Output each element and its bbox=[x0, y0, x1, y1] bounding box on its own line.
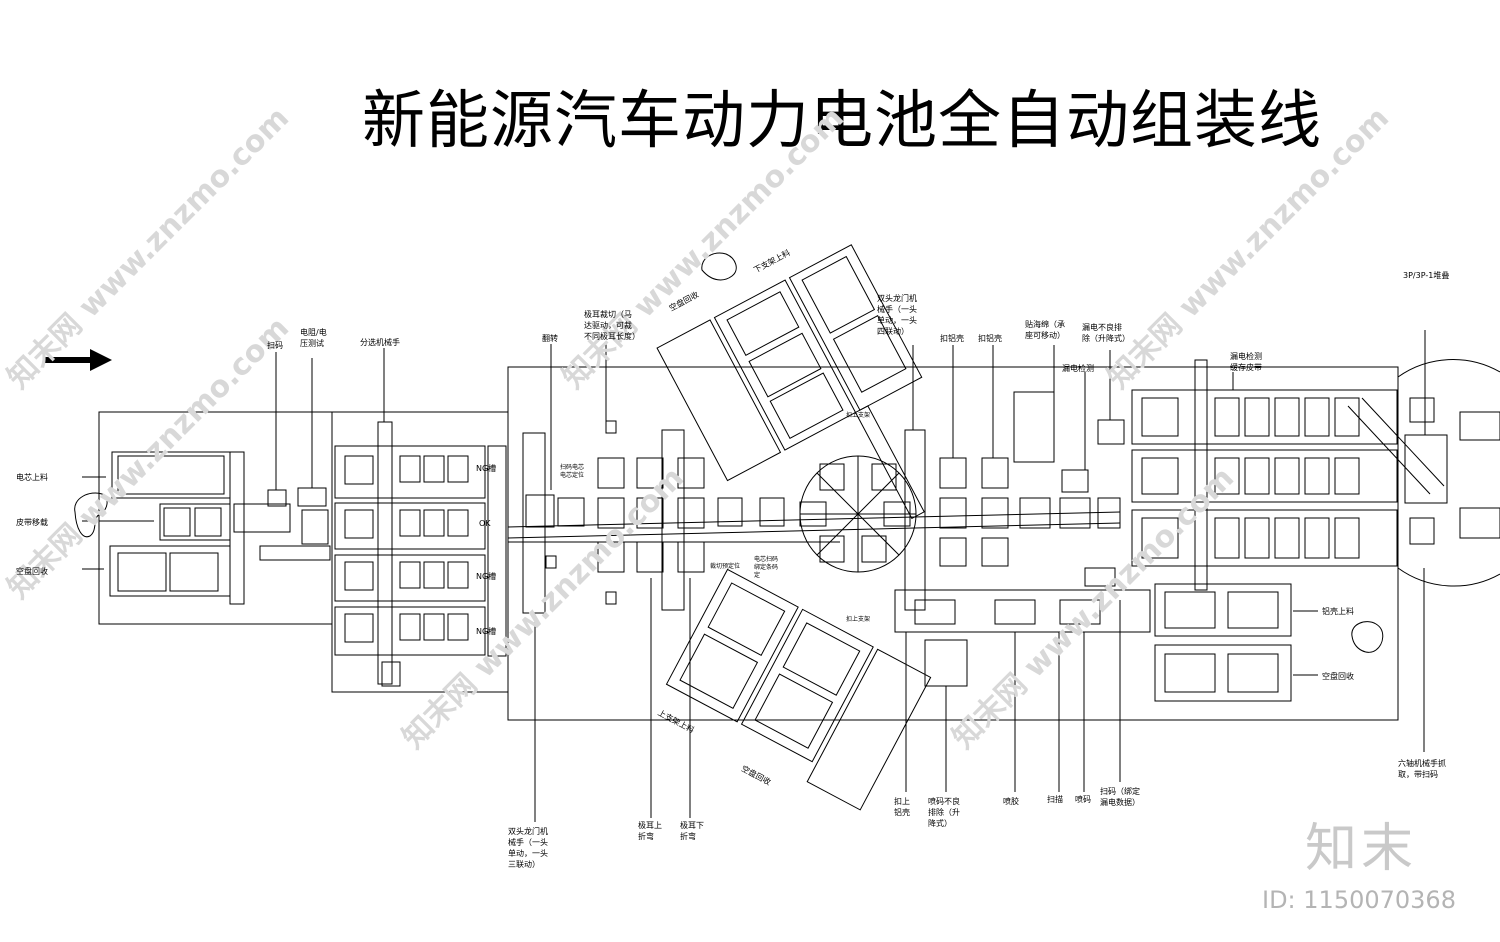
label-six-axis-robot: 六轴机械手抓 取，带扫码 bbox=[1398, 759, 1446, 779]
label-resistance-test: 电阻/电 压测试 bbox=[300, 328, 327, 348]
loading-zone-frame bbox=[98, 411, 333, 625]
label-dual-gantry-left: 双头龙门机 械手（一头 单动，一头 三联动） bbox=[508, 827, 548, 869]
label-empty-tray-left: 空盘回收 bbox=[16, 567, 48, 576]
label-scan-code: 扫码 bbox=[267, 341, 283, 350]
upper-bracket-feeder bbox=[665, 568, 932, 811]
leader-lines bbox=[82, 344, 1425, 822]
label-dual-gantry-right: 双头龙门机 械手（一头 单动，一头 四联动） bbox=[877, 294, 917, 336]
label-buckle-bracket-top: 扣上支架 bbox=[846, 412, 871, 419]
scan-station bbox=[267, 489, 287, 507]
label-ng-2: NG槽 bbox=[476, 572, 497, 581]
label-cover-al-shell: 扣上 铝壳 bbox=[894, 797, 910, 817]
label-leak-buffer: 漏电检测 缓存皮带 bbox=[1230, 352, 1262, 372]
main-conveyor-top bbox=[507, 511, 1121, 528]
label-cut-pre: 裁切预定位 bbox=[710, 563, 741, 570]
label-scan-cell: 扫码电芯 电芯定位 bbox=[560, 464, 585, 479]
main-conveyor-bottom bbox=[507, 522, 1121, 539]
sorting-machine bbox=[334, 421, 507, 687]
flow-direction-arrow-icon bbox=[44, 349, 112, 371]
label-stack-3p: 3P/3P-1堆叠 bbox=[1403, 271, 1450, 280]
shell-line bbox=[894, 567, 1292, 702]
label-tab-down-bend: 极耳下 折弯 bbox=[680, 821, 704, 841]
label-ng-3: NG槽 bbox=[476, 627, 497, 636]
loader-machines bbox=[109, 451, 331, 605]
process-stations bbox=[525, 420, 785, 611]
label-cell-load: 电芯上料 bbox=[16, 473, 48, 482]
label-leak-ng: 漏电不良排 除（升降式） bbox=[1082, 323, 1130, 343]
label-cover-al-1: 扣铝壳 bbox=[940, 334, 964, 343]
robot-operator-icon-top bbox=[701, 252, 737, 281]
label-ok: OK bbox=[479, 519, 491, 528]
post-rotary-stations bbox=[904, 391, 1125, 611]
label-spray-ng: 喷码不良 排除（升 降式） bbox=[928, 797, 960, 828]
label-scan-bind-leak: 扫码（绑定 漏电数据） bbox=[1100, 787, 1140, 807]
label-ng-1: NG槽 bbox=[476, 464, 497, 473]
test-station bbox=[297, 487, 327, 507]
label-belt-transfer: 皮带移载 bbox=[16, 518, 48, 527]
label-al-shell-load: 铝壳上料 bbox=[1322, 607, 1354, 616]
label-leak-test: 漏电检测 bbox=[1062, 364, 1094, 373]
stacking-robot bbox=[1347, 330, 1500, 545]
label-foam-paste: 贴海绵（承 座可移动） bbox=[1025, 320, 1065, 340]
sorting-zone-frame bbox=[331, 411, 509, 693]
label-cell-scan-bind: 电芯扫码 绑定条码 定 bbox=[754, 556, 779, 579]
label-flip: 翻转 bbox=[542, 334, 558, 343]
label-buckle-bracket-mid: 扣上支架 bbox=[846, 616, 871, 623]
label-tab-cut: 极耳裁切（马 达驱动，可裁 不同极耳长度） bbox=[584, 310, 640, 341]
label-tab-up-bend: 极耳上 折弯 bbox=[638, 821, 662, 841]
label-cover-al-2: 扣铝壳 bbox=[978, 334, 1002, 343]
leak-buffer-belts bbox=[1131, 359, 1398, 591]
label-empty-tray-right: 空盘回收 bbox=[1322, 672, 1354, 681]
robot-operator-icon-left bbox=[74, 492, 108, 538]
label-glue: 喷胶 bbox=[1003, 797, 1019, 806]
diagram-title: 新能源汽车动力电池全自动组装线 bbox=[362, 84, 1322, 157]
label-scan-strap: 扫描 bbox=[1047, 795, 1063, 804]
gantry-left bbox=[522, 432, 546, 614]
label-spray-code: 喷码 bbox=[1075, 795, 1091, 804]
robot-operator-icon-right bbox=[1351, 621, 1384, 653]
image-id: ID: 1150070368 bbox=[1262, 886, 1456, 914]
label-sorting-robot: 分选机械手 bbox=[360, 338, 400, 347]
stacking-zone-circle bbox=[1397, 359, 1500, 587]
brand-logo: 知末 bbox=[1305, 819, 1418, 879]
lower-bracket-feeder bbox=[656, 244, 925, 520]
